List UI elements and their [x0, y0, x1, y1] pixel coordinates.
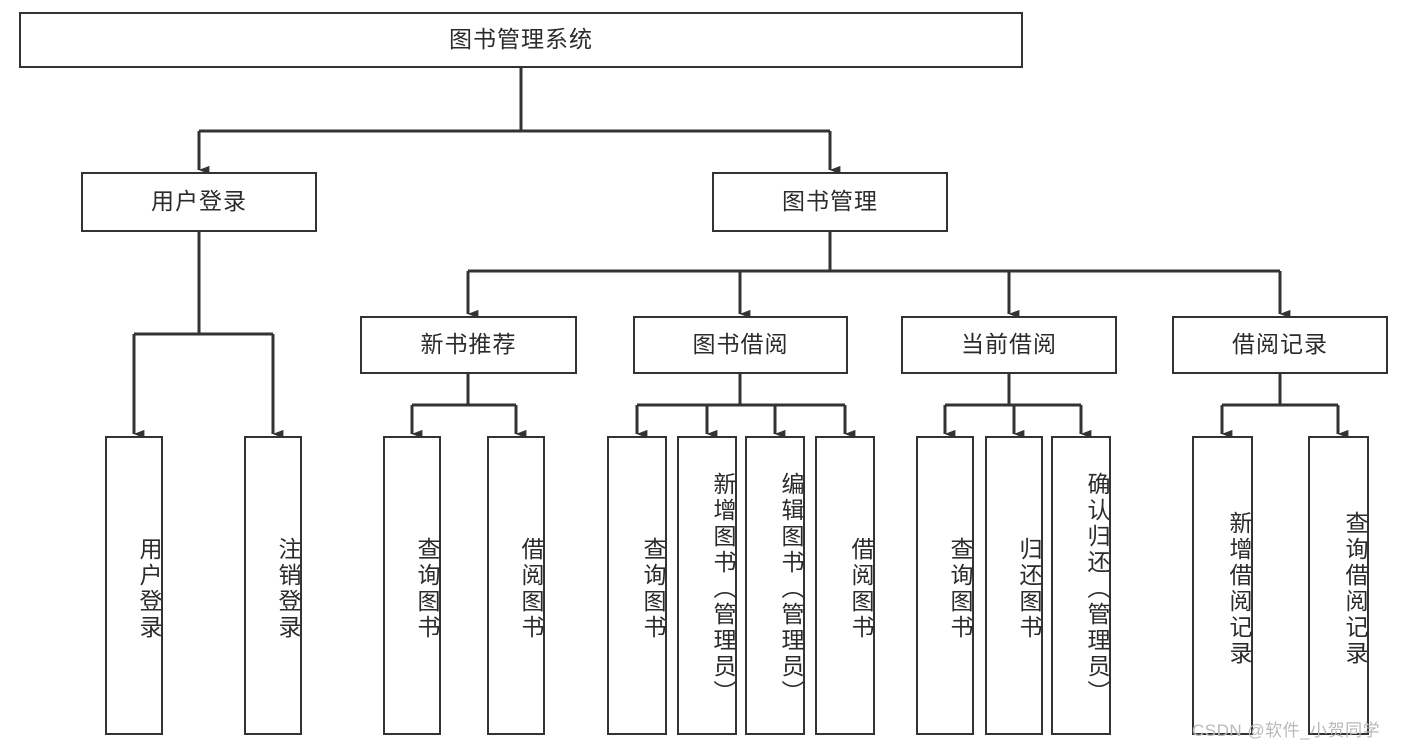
node-leaf-add-record[interactable]: 新增借阅记录: [1192, 436, 1253, 735]
node-label: 编辑图书（管理员）: [778, 471, 804, 706]
node-leaf-borrow-book-1[interactable]: 借阅图书: [487, 436, 545, 735]
node-label: 查询图书: [414, 536, 440, 641]
node-label: 查询图书: [947, 536, 973, 641]
node-user-login[interactable]: 用户登录: [81, 172, 317, 232]
node-root[interactable]: 图书管理系统: [19, 12, 1023, 68]
node-label: 归还图书: [1016, 536, 1042, 641]
node-label: 查询图书: [640, 536, 666, 641]
node-leaf-user-logout[interactable]: 注销登录: [244, 436, 302, 735]
node-label: 图书管理系统: [449, 26, 593, 53]
node-label: 借阅记录: [1232, 331, 1328, 358]
node-current-borrow[interactable]: 当前借阅: [901, 316, 1117, 374]
node-label: 图书借阅: [692, 331, 789, 358]
node-book-borrow[interactable]: 图书借阅: [633, 316, 848, 374]
node-borrow-record[interactable]: 借阅记录: [1172, 316, 1388, 374]
node-label: 新书推荐: [420, 331, 517, 358]
node-leaf-return-book[interactable]: 归还图书: [985, 436, 1043, 735]
node-leaf-query-record[interactable]: 查询借阅记录: [1308, 436, 1369, 735]
node-new-book-rec[interactable]: 新书推荐: [360, 316, 577, 374]
node-label: 新增借阅记录: [1226, 510, 1252, 667]
node-leaf-confirm-return[interactable]: 确认归还（管理员）: [1051, 436, 1111, 735]
watermark: CSDN @软件_小贺同学: [1192, 721, 1381, 740]
node-leaf-add-book[interactable]: 新增图书（管理员）: [677, 436, 737, 735]
node-leaf-edit-book[interactable]: 编辑图书（管理员）: [745, 436, 805, 735]
node-label: 用户登录: [151, 188, 247, 215]
node-label: 用户登录: [136, 536, 162, 641]
node-label: 图书管理: [782, 188, 878, 215]
node-label: 借阅图书: [848, 536, 874, 641]
node-label: 借阅图书: [518, 536, 544, 641]
node-label: 注销登录: [275, 536, 301, 641]
node-label: 确认归还（管理员）: [1084, 471, 1110, 706]
node-book-manage[interactable]: 图书管理: [712, 172, 948, 232]
node-leaf-query-book-2[interactable]: 查询图书: [607, 436, 667, 735]
node-leaf-borrow-book-2[interactable]: 借阅图书: [815, 436, 875, 735]
node-label: 新增图书（管理员）: [710, 471, 736, 706]
node-label: 当前借阅: [961, 331, 1057, 358]
node-leaf-query-book-1[interactable]: 查询图书: [383, 436, 441, 735]
node-label: 查询借阅记录: [1342, 510, 1368, 667]
node-leaf-query-book-3[interactable]: 查询图书: [916, 436, 974, 735]
node-leaf-user-login[interactable]: 用户登录: [105, 436, 163, 735]
